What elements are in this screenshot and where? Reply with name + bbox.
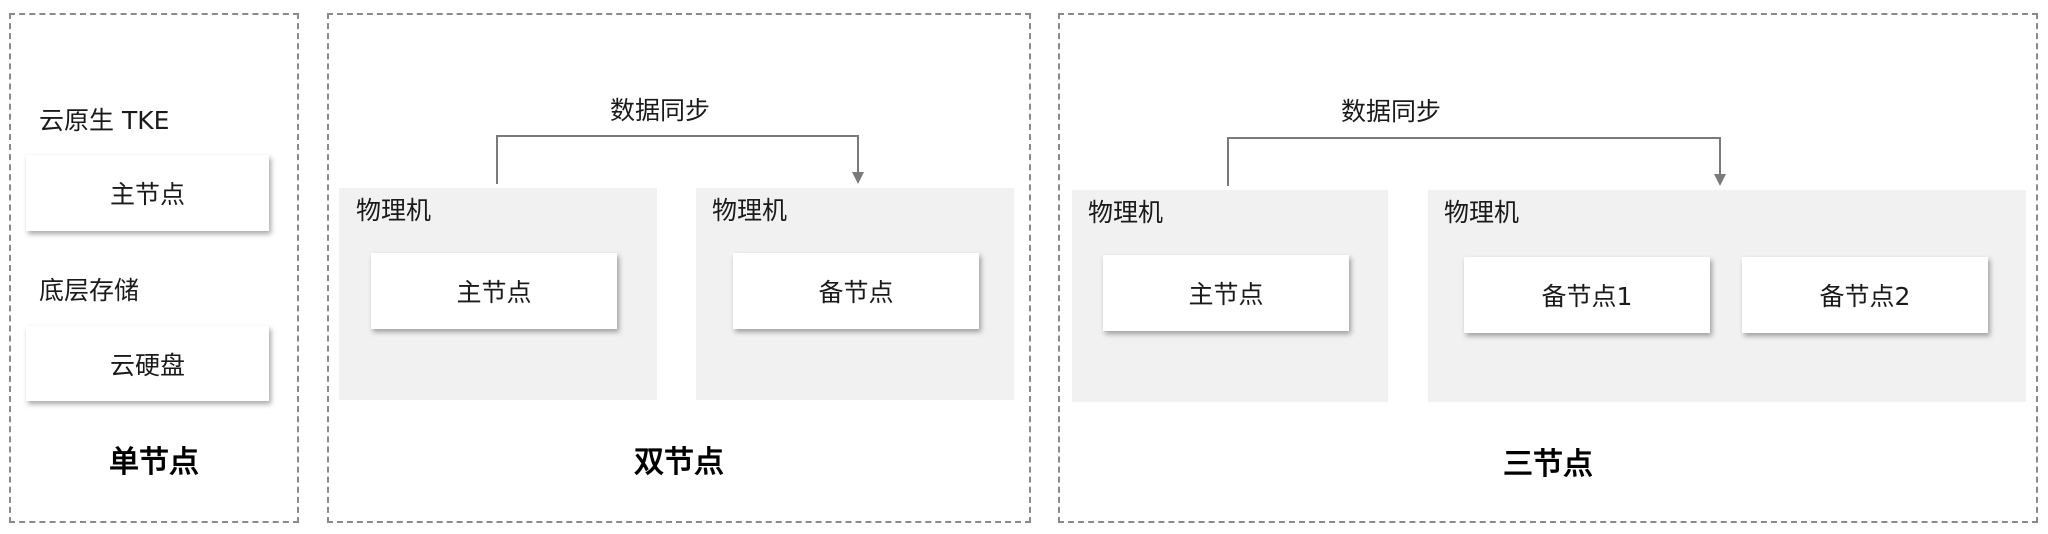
triple-sync-arrow (1227, 137, 1726, 186)
dual-sync-arrow (496, 135, 864, 184)
triple-node-caption: 三节点 (1503, 447, 1593, 482)
single-node-caption: 单节点 (109, 445, 199, 480)
triple-master-node-box: 主节点 (1103, 255, 1349, 331)
dual-right-machine-label: 物理机 (712, 196, 788, 225)
dual-left-machine-label: 物理机 (356, 196, 432, 225)
master-node-label: 主节点 (109, 180, 185, 209)
dual-node-panel (327, 13, 1031, 523)
triple-data-sync-label: 数据同步 (1341, 97, 1442, 126)
triple-right-machine-label: 物理机 (1444, 198, 1520, 227)
triple-standby-node-2-label: 备节点2 (1819, 282, 1911, 311)
triple-standby-node-1-box: 备节点1 (1464, 257, 1710, 333)
single-node-panel (9, 13, 299, 523)
triple-standby-node-2-box: 备节点2 (1742, 257, 1988, 333)
dual-master-node-label: 主节点 (456, 278, 532, 307)
cloud-native-tke-label: 云原生 TKE (39, 106, 170, 135)
triple-left-machine-label: 物理机 (1088, 198, 1164, 227)
cloud-disk-box: 云硬盘 (26, 326, 269, 401)
dual-standby-node-label: 备节点 (818, 278, 894, 307)
storage-label: 底层存储 (39, 276, 140, 305)
dual-node-caption: 双节点 (634, 445, 724, 480)
master-node-box: 主节点 (26, 155, 269, 231)
dual-data-sync-label: 数据同步 (610, 96, 711, 125)
cloud-disk-label: 云硬盘 (109, 350, 185, 380)
dual-standby-node-box: 备节点 (733, 253, 979, 329)
triple-standby-node-1-label: 备节点1 (1541, 282, 1633, 311)
triple-master-node-label: 主节点 (1188, 280, 1264, 309)
triple-node-panel (1058, 13, 2038, 523)
dual-master-node-box: 主节点 (371, 253, 617, 329)
